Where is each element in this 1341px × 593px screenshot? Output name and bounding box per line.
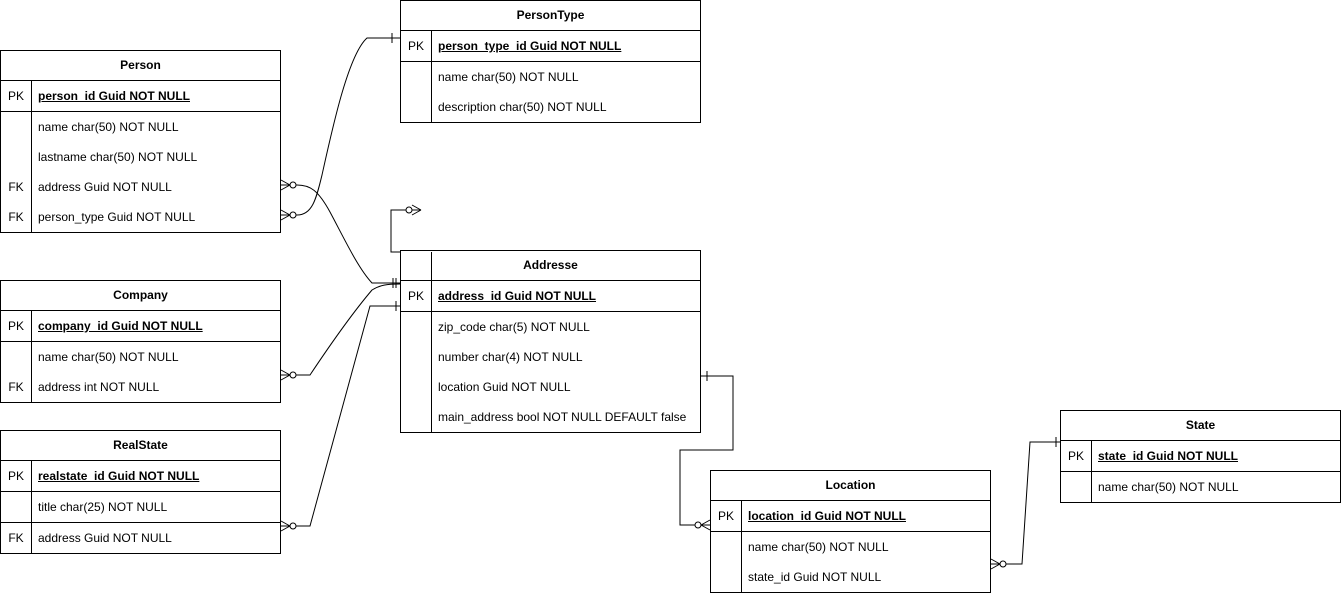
column-text: person_type Guid NOT NULL: [38, 210, 196, 224]
entity-title: Person: [1, 51, 280, 81]
relation-person-persontype[interactable]: [280, 33, 400, 221]
relation-addresse-dangling[interactable]: [390, 204, 432, 253]
column-text: lastname char(50) NOT NULL: [38, 150, 198, 164]
table-row[interactable]: PK company_id Guid NOT NULL: [1, 311, 280, 341]
column-text: person_type_id Guid NOT NULL: [438, 39, 622, 53]
table-row[interactable]: PK person_type_id Guid NOT NULL: [401, 31, 700, 61]
column-text: name char(50) NOT NULL: [38, 120, 179, 134]
key-label: FK: [8, 531, 24, 545]
table-row[interactable]: FK person_type Guid NOT NULL: [1, 202, 280, 232]
relation-location-state[interactable]: [990, 437, 1060, 570]
relation-addresse-location[interactable]: [679, 371, 734, 531]
column-text: name char(50) NOT NULL: [1098, 480, 1239, 494]
column-text: title char(25) NOT NULL: [38, 500, 168, 514]
column-text: state_id Guid NOT NULL: [748, 570, 882, 584]
table-row[interactable]: PK location_id Guid NOT NULL: [711, 501, 990, 531]
table-row[interactable]: main_address bool NOT NULL DEFAULT false: [401, 402, 700, 432]
key-label: PK: [717, 509, 734, 523]
key-label: FK: [8, 180, 24, 194]
column-text: address int NOT NULL: [38, 380, 160, 394]
key-label: FK: [8, 210, 24, 224]
table-row[interactable]: FK address int NOT NULL: [1, 372, 280, 402]
entity-person[interactable]: Person PK person_id Guid NOT NULL name c…: [0, 50, 281, 233]
column-text: zip_code char(5) NOT NULL: [438, 320, 590, 334]
relation-realstate-address[interactable]: [280, 301, 400, 532]
column-text: description char(50) NOT NULL: [438, 100, 607, 114]
column-text: name char(50) NOT NULL: [38, 350, 179, 364]
table-row[interactable]: lastname char(50) NOT NULL: [1, 142, 280, 172]
table-row[interactable]: zip_code char(5) NOT NULL: [401, 312, 700, 342]
entity-addresse[interactable]: Addresse PK address_id Guid NOT NULL zip…: [400, 250, 701, 433]
column-text: address Guid NOT NULL: [38, 180, 172, 194]
column-text: state_id Guid NOT NULL: [1098, 449, 1239, 463]
key-label: PK: [1067, 449, 1084, 463]
key-label: PK: [7, 319, 24, 333]
table-row[interactable]: name char(50) NOT NULL: [1061, 472, 1340, 502]
column-text: person_id Guid NOT NULL: [38, 89, 190, 103]
key-label: PK: [407, 39, 424, 53]
table-row[interactable]: FK address Guid NOT NULL: [1, 523, 280, 553]
table-row[interactable]: name char(50) NOT NULL: [711, 532, 990, 562]
key-label: FK: [8, 380, 24, 394]
entity-title: RealState: [1, 431, 280, 461]
column-text: realstate_id Guid NOT NULL: [38, 469, 200, 483]
key-label: PK: [7, 469, 24, 483]
entity-state[interactable]: State PK state_id Guid NOT NULL name cha…: [1060, 410, 1341, 503]
table-row[interactable]: name char(50) NOT NULL: [1, 112, 280, 142]
table-row[interactable]: PK state_id Guid NOT NULL: [1061, 441, 1340, 471]
column-text: address_id Guid NOT NULL: [438, 289, 597, 303]
key-label: PK: [7, 89, 24, 103]
column-text: number char(4) NOT NULL: [438, 350, 583, 364]
table-row[interactable]: name char(50) NOT NULL: [1, 342, 280, 372]
entity-title: Location: [711, 471, 990, 501]
entity-title: Addresse: [401, 251, 700, 281]
column-text: name char(50) NOT NULL: [748, 540, 889, 554]
entity-realstate[interactable]: RealState PK realstate_id Guid NOT NULL …: [0, 430, 281, 554]
entity-location[interactable]: Location PK location_id Guid NOT NULL na…: [710, 470, 991, 593]
relation-person-address[interactable]: [280, 179, 400, 288]
column-text: location Guid NOT NULL: [438, 380, 571, 394]
entity-title: PersonType: [401, 1, 700, 31]
column-text: main_address bool NOT NULL DEFAULT false: [438, 410, 687, 424]
table-row[interactable]: FK address Guid NOT NULL: [1, 172, 280, 202]
table-row[interactable]: PK realstate_id Guid NOT NULL: [1, 461, 280, 491]
table-row[interactable]: location Guid NOT NULL: [401, 372, 700, 402]
table-row[interactable]: PK person_id Guid NOT NULL: [1, 81, 280, 111]
table-row[interactable]: state_id Guid NOT NULL: [711, 562, 990, 592]
table-row[interactable]: description char(50) NOT NULL: [401, 92, 700, 122]
entity-persontype[interactable]: PersonType PK person_type_id Guid NOT NU…: [400, 0, 701, 123]
entity-title: State: [1061, 411, 1340, 441]
key-label: PK: [407, 289, 424, 303]
column-text: company_id Guid NOT NULL: [38, 319, 203, 333]
column-text: address Guid NOT NULL: [38, 531, 172, 545]
entity-company[interactable]: Company PK company_id Guid NOT NULL name…: [0, 280, 281, 403]
table-row[interactable]: name char(50) NOT NULL: [401, 62, 700, 92]
column-text: name char(50) NOT NULL: [438, 70, 579, 84]
relation-company-address[interactable]: [280, 283, 401, 381]
column-text: location_id Guid NOT NULL: [748, 509, 906, 523]
entity-title: Company: [1, 281, 280, 311]
table-row[interactable]: title char(25) NOT NULL: [1, 492, 280, 522]
table-row[interactable]: PK address_id Guid NOT NULL: [401, 281, 700, 311]
table-row[interactable]: number char(4) NOT NULL: [401, 342, 700, 372]
